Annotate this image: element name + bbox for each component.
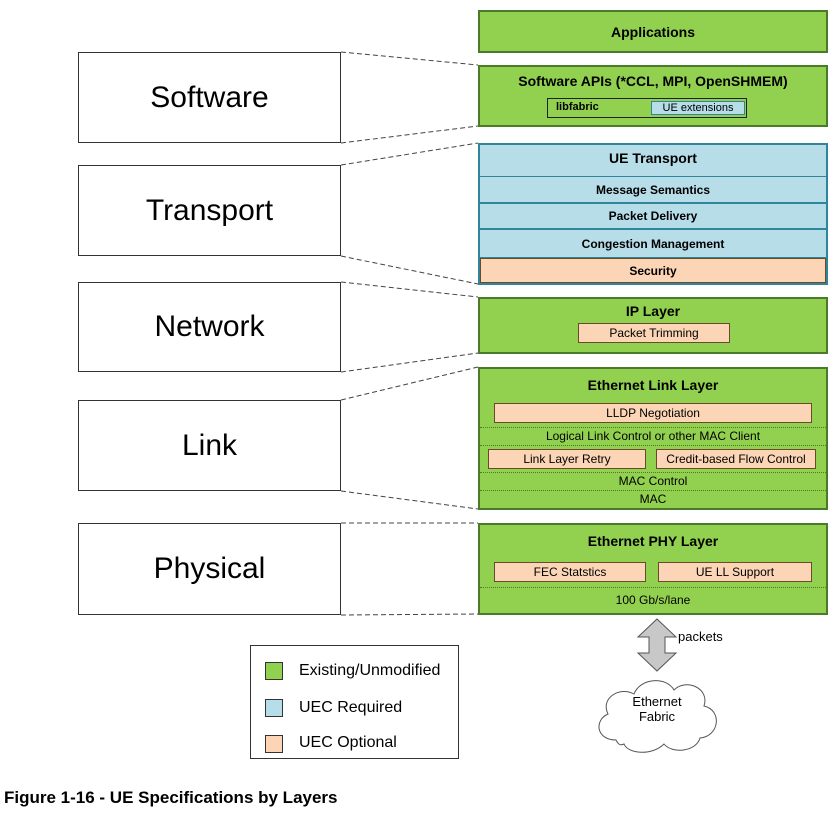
layer-network-label: Network [154, 310, 265, 343]
legend-label: UEC Required [299, 699, 403, 716]
phy-divider [480, 587, 826, 588]
layer-software: Software [78, 52, 341, 143]
packet-trimming-box: Packet Trimming [578, 323, 730, 343]
packets-label: packets [678, 629, 723, 644]
credit-based-flow-control-box: Credit-based Flow Control [656, 449, 816, 469]
link-divider [480, 427, 826, 428]
message-semantics-row: Message Semantics [480, 176, 826, 203]
congestion-management-row: Congestion Management [480, 229, 826, 258]
link-layer-retry-label: Link Layer Retry [523, 452, 611, 466]
ue-extensions-label: UE extensions [662, 102, 734, 114]
layer-transport: Transport [78, 165, 341, 256]
cloud-text: Ethernet Fabric [588, 694, 726, 724]
ue-transport-block: UE Transport Message Semantics Packet De… [478, 143, 828, 285]
lldp-negotiation-label: LLDP Negotiation [606, 406, 700, 420]
fec-statistics-label: FEC Statstics [533, 565, 607, 579]
security-row: Security [480, 258, 826, 283]
link-divider [480, 472, 826, 473]
packet-trimming-label: Packet Trimming [609, 326, 699, 340]
legend: Existing/Unmodified UEC Required UEC Opt… [250, 645, 459, 759]
lldp-negotiation-box: LLDP Negotiation [494, 403, 812, 423]
layer-transport-label: Transport [145, 193, 274, 227]
layer-link: Link [78, 400, 341, 491]
packet-delivery-label: Packet Delivery [608, 209, 698, 223]
link-divider [480, 445, 826, 446]
ethernet-link-title: Ethernet Link Layer [587, 377, 719, 393]
mac-label: MAC [639, 492, 667, 506]
figure-caption: Figure 1-16 - UE Specifications by Layer… [4, 788, 338, 807]
legend-label: UEC Optional [299, 734, 397, 751]
applications-block: Applications [478, 10, 828, 53]
ue-ll-support-label: UE LL Support [695, 565, 775, 579]
congestion-management-label: Congestion Management [581, 236, 725, 251]
ip-layer-title: IP Layer [625, 303, 681, 319]
legend-swatch-blue [265, 699, 283, 717]
rate-label: 100 Gb/s/lane [615, 593, 691, 607]
packet-delivery-row: Packet Delivery [480, 203, 826, 229]
link-layer-retry-box: Link Layer Retry [488, 449, 646, 469]
software-apis-block: Software APIs (*CCL, MPI, OpenSHMEM) lib… [478, 65, 828, 127]
ethernet-phy-title: Ethernet PHY Layer [587, 533, 719, 549]
credit-based-flow-control-label: Credit-based Flow Control [666, 452, 806, 466]
layer-network: Network [78, 282, 341, 372]
ethernet-phy-block: Ethernet PHY Layer FEC Statstics UE LL S… [478, 523, 828, 615]
legend-swatch-orange [265, 735, 283, 753]
message-semantics-label: Message Semantics [595, 182, 711, 197]
libfabric-box: libfabric UE extensions [547, 98, 747, 118]
mac-control-label: MAC Control [618, 474, 688, 488]
cloud-icon [598, 680, 717, 753]
llc-label: Logical Link Control or other MAC Client [545, 429, 761, 443]
layer-link-label: Link [181, 428, 238, 462]
double-arrow-icon [636, 618, 678, 672]
applications-label: Applications [610, 23, 695, 40]
layer-software-label: Software [150, 80, 269, 114]
ue-transport-title: UE Transport [609, 150, 697, 166]
link-divider [480, 490, 826, 491]
layer-physical-label: Physical [153, 552, 266, 585]
cloud-line1: Ethernet [632, 694, 682, 709]
security-label: Security [629, 263, 677, 278]
ip-layer-block: IP Layer Packet Trimming [478, 297, 828, 354]
legend-label: Existing/Unmodified [299, 662, 441, 679]
layer-physical: Physical [78, 523, 341, 615]
ethernet-link-block: Ethernet Link Layer LLDP Negotiation Log… [478, 367, 828, 510]
software-apis-title: Software APIs (*CCL, MPI, OpenSHMEM) [518, 73, 788, 89]
cloud-line2: Fabric [638, 709, 676, 724]
libfabric-label: libfabric [556, 101, 599, 113]
ue-extensions-box: UE extensions [651, 101, 745, 115]
fec-statistics-box: FEC Statstics [494, 562, 646, 582]
legend-swatch-green [265, 662, 283, 680]
ue-ll-support-box: UE LL Support [658, 562, 812, 582]
